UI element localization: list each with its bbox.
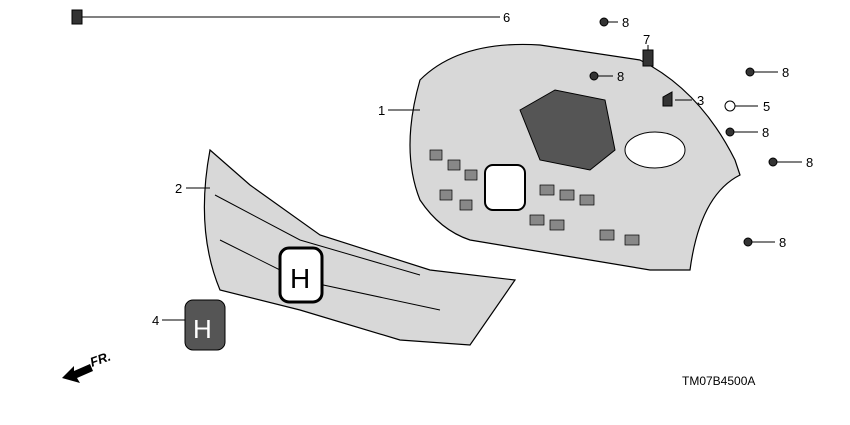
- svg-text:H: H: [193, 314, 212, 344]
- callout-8: 8: [806, 155, 813, 170]
- callout-8: 8: [622, 15, 629, 30]
- front-direction-arrow-icon: [62, 364, 93, 383]
- callout-6: 6: [503, 10, 510, 25]
- front-direction-label: FR.: [88, 349, 113, 370]
- callout-8: 8: [782, 65, 789, 80]
- callout-7: 7: [643, 32, 650, 47]
- emblem-part: H: [184, 299, 226, 351]
- callout-8: 8: [779, 235, 786, 250]
- callout-2: 2: [175, 181, 182, 196]
- leader-lines: [82, 16, 802, 321]
- grille-base-part: [409, 43, 741, 271]
- callout-5: 5: [763, 99, 770, 114]
- callout-8: 8: [762, 125, 769, 140]
- svg-text:H: H: [290, 263, 310, 294]
- fasteners: [71, 9, 778, 247]
- callout-8: 8: [617, 69, 624, 84]
- callout-1: 1: [378, 103, 385, 118]
- diagram-code: TM07B4500A: [682, 374, 755, 388]
- callout-4: 4: [152, 313, 159, 328]
- callout-3: 3: [697, 93, 704, 108]
- grille-cover-part: H: [203, 148, 517, 346]
